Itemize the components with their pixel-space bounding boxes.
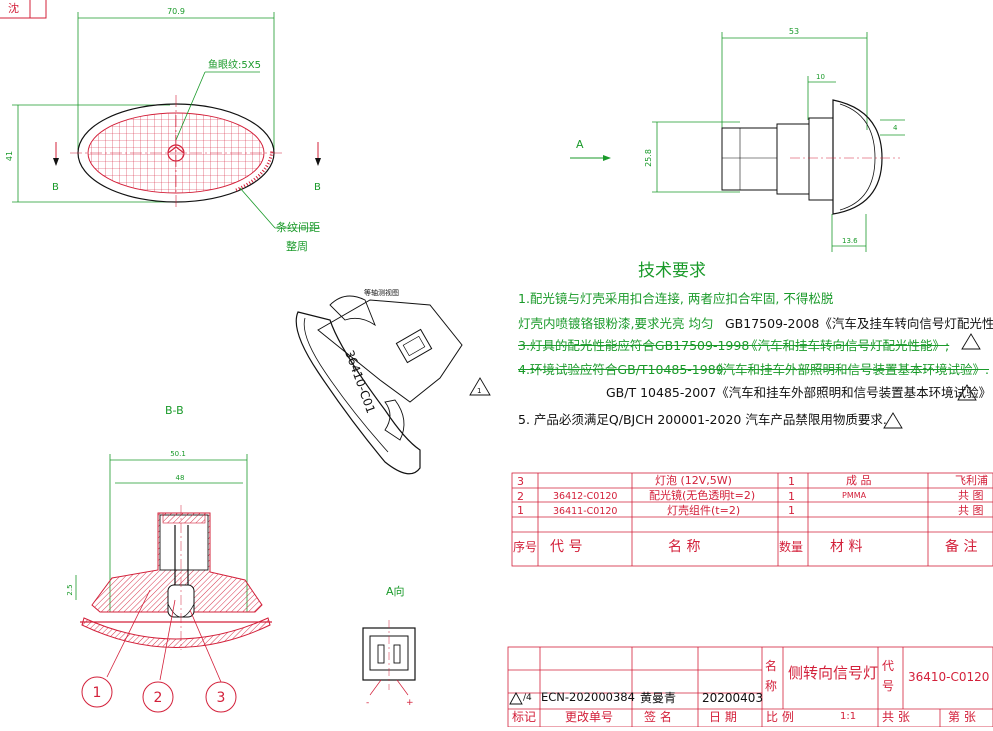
balloon-3: 3: [217, 690, 226, 706]
title-block-lines: [507, 646, 993, 728]
tb-header-total: 共 张: [882, 710, 910, 724]
dim-width-top: 70.9: [167, 7, 185, 16]
bom-row2-code: 36412-C0120: [553, 491, 618, 502]
bom-row1-note: 共 图: [958, 504, 984, 517]
bom-row2-qty: 1: [788, 490, 795, 503]
view-a: A向 - +: [362, 584, 416, 708]
tb-ecn: ECN-202000384: [541, 690, 635, 704]
view-a-title: A向: [386, 584, 405, 598]
bom-header-note: 备 注: [945, 539, 978, 555]
tb-header-scale: 比 例: [766, 710, 794, 724]
dim-section-501: 50.1: [170, 450, 186, 458]
bom-row1-no: 1: [517, 504, 524, 517]
isometric-view: 等轴测视图 36410-C01 1: [295, 288, 491, 475]
tb-header-change: 更改单号: [565, 710, 614, 724]
section-bb-title: B-B: [165, 404, 184, 417]
front-view: 70.9 41 B B 鱼眼纹:5X5 条纹间距 整周: [5, 7, 321, 253]
requirement-3: 3.灯具的配光性能应符合GB17509-1998: [518, 338, 750, 353]
dim-height-left: 41: [5, 151, 14, 161]
tb-part-code: 36410-C0120: [908, 670, 990, 684]
tb-scale: 1:1: [840, 711, 857, 722]
requirement-5: 5. 产品必须满足Q/BJCH 200001-2020 汽车产品禁限用物质要求.: [518, 412, 887, 427]
bom-row1-code: 36411-C0120: [553, 506, 618, 517]
bom-row2-note: 共 图: [958, 489, 984, 502]
bom-row2-no: 2: [517, 490, 524, 503]
bom-header-code: 代 号: [550, 539, 583, 555]
requirements-title: 技术要求: [638, 261, 706, 281]
polarity-plus: +: [406, 698, 414, 708]
tb-code-label: 代号: [882, 659, 895, 693]
section-b-right: B: [314, 182, 321, 193]
tb-name-label: 名称: [765, 659, 778, 693]
tb-header-sheet: 第 张: [948, 710, 976, 724]
bom-row2-material: PMMA: [842, 491, 867, 500]
dim-side-136: 13.6: [842, 237, 858, 245]
tb-header-mark: 标记: [512, 710, 537, 724]
tb-date: 20200403: [702, 691, 764, 705]
dim-side-258: 25.8: [644, 149, 653, 167]
bom-header-qty: 数量: [779, 540, 804, 554]
dim-section-48: 48: [176, 474, 185, 482]
warn-triangle-r3: [961, 333, 981, 350]
bom-row3-qty: 1: [788, 475, 795, 488]
tb-part-name: 侧转向信号灯: [788, 664, 879, 682]
dim-side-4: 4: [893, 124, 898, 132]
balloon-2: 2: [154, 690, 163, 706]
warn-triangle-r5: [883, 412, 903, 429]
bom-row3-material: 成 品: [846, 474, 872, 487]
bom-row3-no: 3: [517, 475, 524, 488]
bom-header-material: 材 料: [830, 539, 863, 555]
warn-iso-label: 1: [477, 387, 481, 395]
requirement-4: 4.环境试验应符合GB/T10485-1989: [518, 362, 724, 377]
requirement-3-standard: 《汽车和挂车转向信号灯配光性能》;: [745, 338, 950, 353]
section-bb: B-B 50.1 48 2.5 1 2 3: [66, 404, 272, 713]
side-view: 53 10 4 25.8 13.6 A: [570, 27, 905, 252]
pillow-label: 鱼眼纹:5X5: [208, 58, 261, 71]
svg-text:沈: 沈: [8, 1, 19, 15]
bom-header-no: 序号: [513, 540, 538, 554]
dim-section-25: 2.5: [66, 584, 74, 595]
bom-row1-name: 灯壳组件(t=2): [667, 504, 741, 517]
bom-header-name: 名 称: [668, 539, 701, 555]
warn-triangle-r4: [957, 384, 977, 401]
dim-side-10: 10: [816, 73, 825, 81]
adjust-label: 整周: [286, 239, 308, 253]
bom-table-lines: [511, 472, 993, 567]
section-b-left: B: [52, 182, 59, 193]
balloon-1: 1: [93, 685, 102, 701]
bom-row1-qty: 1: [788, 504, 795, 517]
requirement-1: 1.配光镜与灯壳采用扣合连接, 两者应扣合牢固, 不得松脱: [518, 291, 834, 306]
iso-title: 等轴测视图: [364, 288, 399, 297]
bom-row3-note: 飞利浦: [955, 474, 988, 487]
tb-header-sign: 签 名: [644, 710, 672, 724]
polarity-minus: -: [366, 698, 369, 708]
requirement-2-standard: GB17509-2008《汽车及挂车转向信号灯配光性能》: [725, 316, 993, 331]
requirement-4-new-standard: GB/T 10485-2007《汽车和挂车外部照明和信号装置基本环境试验》: [606, 385, 992, 400]
iso-part-mark: 36410-C01: [342, 348, 378, 415]
view-a-arrow-label: A: [576, 138, 584, 151]
stripe-label: 条纹间距: [276, 220, 320, 234]
bom-row2-name: 配光镜(无色透明t=2): [649, 489, 756, 502]
bom-row3-name: 灯泡 (12V,5W): [655, 474, 732, 487]
requirement-4-standard: 《汽车和挂车外部照明和信号装置基本环境试验》.: [710, 362, 989, 377]
dim-width-side: 53: [789, 27, 799, 36]
rev-warning-triangle: [509, 692, 523, 705]
tb-rev-mark: /4: [523, 693, 532, 703]
tb-header-date: 日 期: [709, 710, 737, 724]
tb-signer: 黄曼青: [640, 691, 677, 705]
requirement-2: 灯壳内喷镀铬银粉漆,要求光亮 均匀: [518, 316, 714, 331]
corner-stamp: 沈: [0, 0, 47, 19]
